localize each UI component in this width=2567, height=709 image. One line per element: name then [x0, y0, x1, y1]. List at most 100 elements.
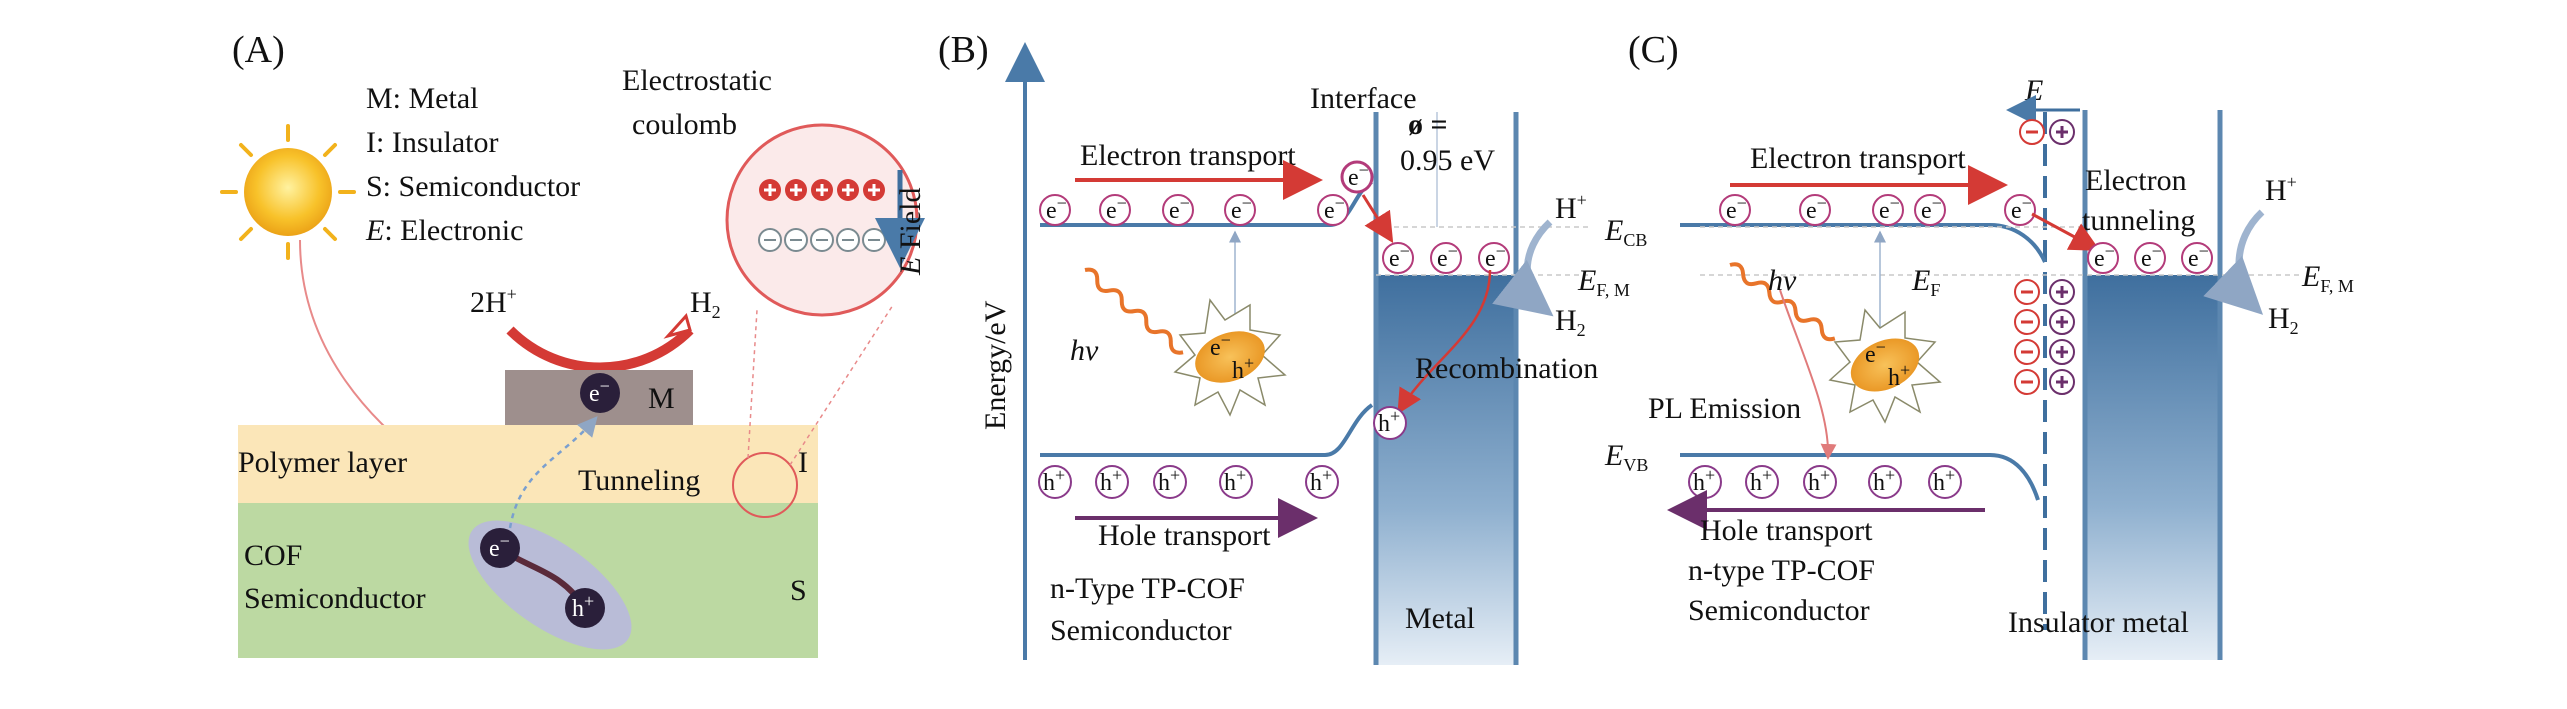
cof-semiconductor-label: Semiconductor: [244, 582, 426, 615]
e-field-label: E Field: [894, 188, 927, 277]
zoom-small-circle: [732, 452, 798, 518]
phi-value: 0.95 eV: [1400, 144, 1495, 177]
electrons-metal-c: [2087, 242, 2213, 274]
valence-band-b: [1040, 403, 1374, 457]
electrons-cb-c: [1719, 194, 2036, 226]
recombination-label: Recombination: [1415, 352, 1598, 385]
h2-label-a: H2: [690, 286, 721, 322]
legend-semiconductor: S: Semiconductor: [366, 170, 580, 203]
holes-vb-c: [1688, 465, 1962, 499]
electrons-metal-b-labels: e− e− e−: [1389, 241, 1506, 272]
metal-label-b: Metal: [1405, 602, 1475, 635]
two-h-plus-label: 2H+: [470, 284, 517, 319]
svg-text:e−: e−: [2141, 241, 2162, 272]
photon-wave-b: [1084, 267, 1184, 355]
tunneling-label: Tunneling: [578, 464, 700, 497]
svg-text:h+: h+: [1693, 465, 1715, 496]
hole-a: [565, 588, 605, 628]
exciton-electron-c: e−: [1865, 337, 1886, 368]
hv-label-b: hv: [1070, 334, 1099, 367]
e-field-label-c: E: [2024, 74, 2043, 107]
holes-vb-b-labels: h+ h+ h+ h+ h+: [1043, 465, 1332, 496]
polymer-layer-label: Polymer layer: [238, 446, 407, 479]
svg-text:h+: h+: [1808, 465, 1830, 496]
svg-text:e−: e−: [1726, 193, 1747, 224]
hydrogen-evolution-arrow-b: [1492, 219, 1554, 317]
tunneling-path-a: [508, 416, 598, 529]
h2-label-b: H2: [1555, 304, 1586, 340]
hydrogen-evolution-arrow-c: [2203, 209, 2265, 315]
interface-label: Interface: [1310, 82, 1417, 115]
svg-text:e−: e−: [1324, 193, 1345, 224]
svg-text:e−: e−: [1921, 193, 1942, 224]
h-plus-label-c: H+: [2265, 172, 2297, 207]
h-plus-label-b: H+: [1555, 190, 1587, 225]
semiconductor-letter: S: [790, 574, 807, 607]
electrons-cb-b: [1039, 194, 1349, 226]
electrons-cb-c-labels: e− e− e− e− e−: [1726, 193, 2032, 224]
semi-label-1-b: n-Type TP-COF: [1050, 572, 1245, 605]
semi-label-2-c: Semiconductor: [1688, 594, 1870, 627]
svg-text:e−: e−: [1485, 241, 1506, 272]
e-cb-label-b: ECB: [1604, 214, 1647, 250]
svg-text:e−: e−: [2011, 193, 2032, 224]
electrostatic-label: Electrostatic: [622, 64, 772, 97]
energy-axis-label: Energy/eV: [979, 300, 1012, 430]
interface-hole-b-label: h+: [1378, 406, 1400, 437]
svg-text:h+: h+: [1100, 465, 1122, 496]
coulomb-label: coulomb: [632, 108, 737, 141]
zoom-charges-plus: [759, 179, 885, 201]
electron-tunneling-label-1: Electron: [2085, 164, 2187, 197]
svg-text:e−: e−: [1046, 193, 1067, 224]
legend-electronic: E: Electronic: [365, 214, 523, 247]
svg-text:h+: h+: [1873, 465, 1895, 496]
svg-text:e−: e−: [1806, 193, 1827, 224]
svg-text:h+: h+: [1158, 465, 1180, 496]
svg-text:h+: h+: [1310, 465, 1332, 496]
hole-transport-label-c: Hole transport: [1700, 514, 1873, 547]
reaction-arrow-a: [506, 326, 694, 373]
insulator-metal-label: Insulator metal: [2008, 606, 2189, 639]
panel-label-b: (B): [938, 29, 989, 71]
panel-a: (A) M: Metal I: Insulator S: Semiconduct…: [220, 29, 927, 658]
holes-vb-c-labels: h+ h+ h+ h+ h+: [1693, 465, 1955, 496]
tunneling-arrow-c: [2031, 212, 2101, 251]
electron-a-bottom: [480, 528, 520, 568]
hv-label-c: hv: [1768, 264, 1797, 297]
exciton-electron-b: e−: [1210, 330, 1231, 361]
reaction-arrowhead-a: [663, 312, 692, 339]
hole-a-label: h+: [572, 591, 594, 622]
pl-emission-arrow-c: [1779, 289, 1837, 460]
svg-text:e−: e−: [1389, 241, 1410, 272]
exciton-b: [1195, 331, 1265, 383]
conduction-band-c: [1680, 223, 2047, 263]
e-vb-label-c: EVB: [1604, 439, 1648, 475]
svg-text:e−: e−: [1879, 193, 1900, 224]
hole-transport-label-b: Hole transport: [1098, 519, 1271, 552]
panel-c: (C) E: [1604, 29, 2354, 660]
metal-band-c: [2085, 275, 2220, 660]
legend-metal: M: Metal: [366, 82, 479, 115]
svg-text:e−: e−: [1437, 241, 1458, 272]
electron-a-bottom-label: e−: [489, 531, 510, 562]
legend-insulator: I: Insulator: [366, 126, 498, 159]
e-fm-label-c: EF, M: [2301, 260, 2354, 296]
interface-charges-top: [2019, 119, 2075, 145]
phi-label: ø =: [1408, 108, 1448, 141]
valence-band-c: [1680, 453, 2040, 501]
metal-letter: M: [648, 382, 675, 415]
electrons-cb-b-labels: e− e− e− e− e−: [1046, 193, 1345, 224]
exciton-hole-c: h+: [1888, 360, 1910, 391]
injection-arrow-b: [1361, 194, 1394, 244]
interface-electron-b-label: e−: [1348, 160, 1369, 191]
semi-label-1-c: n-type TP-COF: [1688, 554, 1875, 587]
svg-text:h+: h+: [1043, 465, 1065, 496]
semi-label-2-b: Semiconductor: [1050, 614, 1232, 647]
zoom-charges-minus: [758, 228, 886, 252]
h2-label-c: H2: [2268, 302, 2299, 338]
svg-text:h+: h+: [1750, 465, 1772, 496]
pl-emission-label: PL Emission: [1648, 392, 1801, 425]
panel-b: (B) Energy/eV Interface ø = 0.95 eV Elec…: [938, 29, 1647, 665]
cof-label: COF: [244, 539, 302, 572]
